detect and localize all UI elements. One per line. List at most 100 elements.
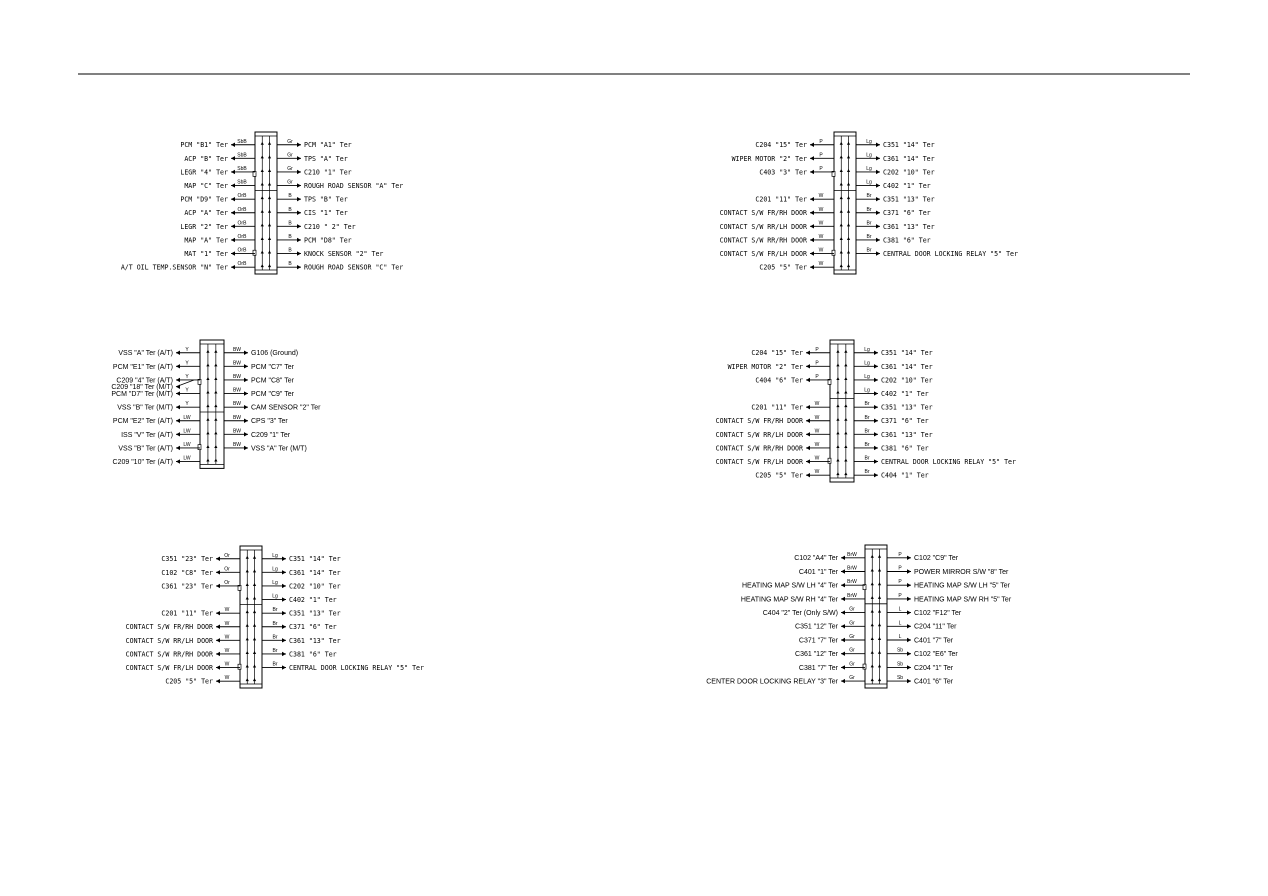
right-wire-color: Lg — [866, 180, 872, 186]
pin-mark — [870, 650, 874, 654]
left-wire-arrow — [231, 237, 235, 243]
left-circuit-label: HEATING MAP S/W RH "4" Ter — [741, 596, 839, 603]
pin-mark — [839, 250, 843, 254]
connector-latch — [252, 249, 257, 256]
right-circuit-label: C102 "E6" Ter — [914, 651, 958, 658]
right-wire-arrow — [297, 210, 301, 215]
left-wire-arrow — [231, 251, 235, 256]
left-circuit-label: CONTACT S/W FR/RH DOOR — [716, 417, 803, 425]
left-wire-arrow — [231, 156, 235, 161]
right-wire-arrow — [244, 445, 248, 451]
connector-latch — [862, 663, 867, 670]
left-wire-arrow — [841, 596, 845, 602]
left-wire-arrow — [216, 570, 220, 575]
pin-mark — [267, 209, 272, 213]
pin-mark — [260, 264, 264, 268]
left-circuit-label: C401 "1" Ter — [799, 569, 839, 576]
right-wire-arrow — [244, 404, 248, 410]
right-circuit-label: KNOCK SENSOR "2" Ter — [304, 250, 383, 258]
right-wire-arrow — [244, 377, 248, 383]
right-wire-color: Br — [273, 648, 278, 654]
right-wire-arrow — [282, 583, 286, 589]
right-wire-arrow — [874, 391, 878, 396]
right-wire-arrow — [282, 651, 286, 657]
left-wire-arrow — [810, 169, 814, 175]
right-wire-arrow — [874, 445, 878, 451]
right-wire-color: Gr — [287, 180, 293, 186]
right-circuit-label: PCM "D8" Ter — [304, 236, 352, 244]
left-wire-color: W — [819, 220, 824, 226]
left-wire-color: OrB — [238, 220, 248, 226]
left-circuit-label: VSS "B" Ter (A/T) — [118, 445, 173, 452]
right-wire-color: Lg — [866, 152, 872, 158]
pin-mark — [252, 582, 257, 586]
pin-mark — [877, 568, 882, 572]
left-wire-color: BrW — [847, 579, 857, 585]
left-wire-color: OrB — [238, 234, 248, 240]
pin-mark — [260, 141, 264, 145]
left-wire-arrow — [216, 678, 220, 684]
left-wire-color: Gr — [849, 634, 855, 640]
joint-connector-body — [833, 131, 857, 275]
pin-mark — [870, 664, 874, 668]
left-circuit-label: CONTACT S/W RR/RH DOOR — [720, 236, 807, 244]
right-wire-arrow — [297, 156, 301, 161]
right-wire-color: Lg — [866, 139, 872, 145]
right-wire-color: BW — [233, 347, 241, 353]
pin-mark — [839, 264, 843, 268]
right-wire-arrow — [907, 610, 911, 615]
pin-mark — [877, 664, 882, 668]
left-wire-arrow — [231, 183, 235, 188]
left-wire-arrow — [841, 651, 845, 656]
left-wire-color: OrB — [238, 207, 248, 213]
left-wire-arrow — [810, 264, 814, 270]
pin-mark — [870, 636, 874, 640]
right-wire-color: BW — [233, 415, 241, 421]
connector-latch — [831, 171, 836, 177]
right-wire-color: Gr — [287, 139, 293, 145]
pin-mark — [267, 155, 272, 159]
left-wire-color: Or — [224, 566, 230, 572]
right-wire-arrow — [874, 377, 878, 383]
right-wire-arrow — [244, 432, 248, 437]
right-wire-arrow — [874, 350, 878, 355]
pin-mark — [206, 390, 210, 394]
right-wire-color: Br — [867, 207, 872, 213]
left-wire-color: W — [819, 234, 824, 240]
right-circuit-label: C351 "13" Ter — [289, 610, 341, 618]
left-circuit-label: WIPER MOTOR "2" Ter — [732, 155, 807, 163]
right-circuit-label: CENTRAL DOOR LOCKING RELAY "5" Ter — [883, 250, 1018, 258]
pin-mark — [267, 236, 272, 240]
pin-mark — [846, 209, 851, 213]
pin-mark — [252, 555, 257, 559]
left-wire-color: SbB — [237, 180, 247, 186]
left-wire-color: SbB — [237, 152, 247, 158]
left-circuit-label: VSS "A" Ter (A/T) — [118, 350, 173, 357]
connector-latch — [862, 584, 867, 590]
right-wire-arrow — [876, 142, 880, 147]
pin-mark — [214, 444, 218, 448]
left-wire-arrow — [810, 142, 814, 147]
connector-latch — [237, 585, 242, 591]
pin-mark — [206, 363, 210, 367]
connector-latch — [197, 379, 202, 385]
branch-circuit-label: C209 "18" Ter (M/T) — [111, 384, 173, 391]
right-circuit-label: TPS "A" Ter — [304, 155, 348, 163]
pin-mark — [836, 404, 840, 408]
pin-mark — [206, 376, 210, 380]
left-wire-arrow — [810, 224, 814, 229]
right-wire-color: Lg — [866, 166, 872, 172]
left-circuit-label: C205 "5" Ter — [165, 678, 213, 686]
right-wire-arrow — [907, 665, 911, 670]
right-circuit-label: CPS "3" Ter — [251, 418, 288, 425]
left-wire-color: LW — [183, 442, 190, 448]
right-circuit-label: HEATING MAP S/W RH "5" Ter — [914, 596, 1012, 603]
right-circuit-label: ROUGH ROAD SENSOR "A" Ter — [304, 182, 403, 190]
right-wire-color: B — [288, 261, 292, 267]
pin-mark — [846, 236, 851, 240]
pin-mark — [836, 431, 840, 435]
right-circuit-label: C361 "14" Ter — [289, 569, 341, 577]
left-wire-color: W — [225, 621, 230, 627]
